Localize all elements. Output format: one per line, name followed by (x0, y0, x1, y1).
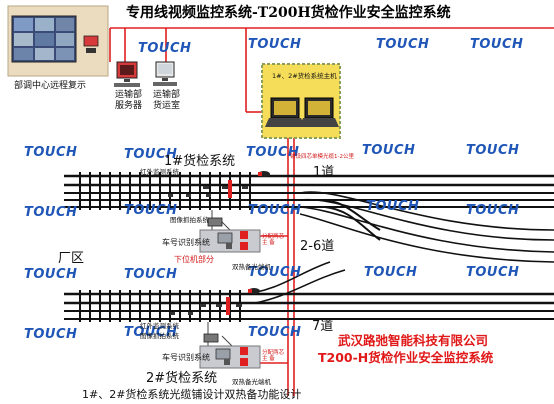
station1-car-number: 车号识别系统 (162, 238, 210, 247)
server-label-line2: 服务器 (115, 101, 143, 111)
watermark: TOUCH (138, 41, 192, 56)
station2-image-capture: 图像抓拍系统 (140, 332, 179, 340)
watermark: TOUCH (24, 267, 78, 282)
server-computer-icon (114, 61, 140, 87)
station2-terminal: 双热备光端机 (232, 378, 271, 386)
red-cables (109, 27, 554, 396)
station2-infrared: 红外监测系统 (140, 322, 179, 330)
station1-image-capture: 图像抓拍系统 (170, 216, 209, 224)
watermark: TOUCH (24, 327, 78, 342)
watermark: TOUCH (366, 199, 420, 214)
watermark: TOUCH (124, 147, 178, 162)
station2-tracks (64, 261, 554, 320)
watermark: TOUCH (248, 203, 302, 218)
diagram-caption: 1#、2#货检系统光缆铺设计双热备功能设计 (82, 388, 302, 401)
watermark: TOUCH (124, 267, 178, 282)
station1-equipment (199, 210, 261, 253)
watermark: TOUCH (376, 37, 430, 52)
station2-equipment (199, 322, 261, 369)
station1-cabinet-note: 分配两芯 主 备 (262, 234, 285, 247)
watermark: TOUCH (470, 37, 524, 52)
watermark: TOUCH (362, 143, 416, 158)
watermark: TOUCH (24, 205, 78, 220)
host-label: 1#、2#货检系统主机 (272, 72, 337, 80)
company-system: T200-H货检作业安全监控系统 (318, 350, 494, 365)
remote-center-label: 部调中心远程复示 (14, 81, 87, 91)
station1-tracks (64, 174, 554, 263)
watermark: TOUCH (466, 143, 520, 158)
watermark: TOUCH (124, 203, 178, 218)
server-label-line1: 运输部 (115, 90, 143, 100)
watermark: TOUCH (24, 145, 78, 160)
station1-sensors (168, 171, 270, 198)
host-computer (261, 63, 341, 139)
station2-cabinet-note: 分配两芯 主 备 (262, 350, 285, 363)
station2-sensors (170, 288, 260, 315)
diagram-title: 专用线视频监控系统-T200H货检作业安全监控系统 (126, 5, 451, 21)
watermark: TOUCH (466, 203, 520, 218)
cable-note: 铺设四芯单模光缆1-2公里 (290, 154, 354, 160)
station1-lower-machine: 下位机部分 (174, 255, 214, 264)
station1-infrared: 红外监测系统 (140, 168, 179, 176)
wall-display (7, 5, 109, 77)
area-label: 厂区 (58, 251, 85, 266)
watermark: TOUCH (248, 265, 302, 280)
company-name: 武汉路弛智能科技有限公司 (338, 333, 489, 348)
watermark: TOUCH (466, 265, 520, 280)
track1-label: 1道 (313, 165, 335, 180)
station2-name: 2#货检系统 (146, 371, 218, 386)
station1-terminal: 双热备光端机 (232, 263, 271, 271)
watermark: TOUCH (248, 37, 302, 52)
freight-label-line2: 货运室 (153, 101, 181, 111)
station1-sleepers (79, 172, 251, 210)
track7-label: 7道 (312, 319, 334, 334)
freight-label-line1: 运输部 (153, 90, 181, 100)
watermark: TOUCH (248, 325, 302, 340)
station1-name: 1#货检系统 (164, 154, 236, 169)
watermark: TOUCH (246, 145, 300, 160)
station2-car-number: 车号识别系统 (162, 353, 210, 362)
track2-6-label: 2-6道 (300, 239, 335, 254)
watermark: TOUCH (124, 325, 178, 340)
watermark: TOUCH (364, 265, 418, 280)
freight-computer-icon (153, 61, 177, 86)
